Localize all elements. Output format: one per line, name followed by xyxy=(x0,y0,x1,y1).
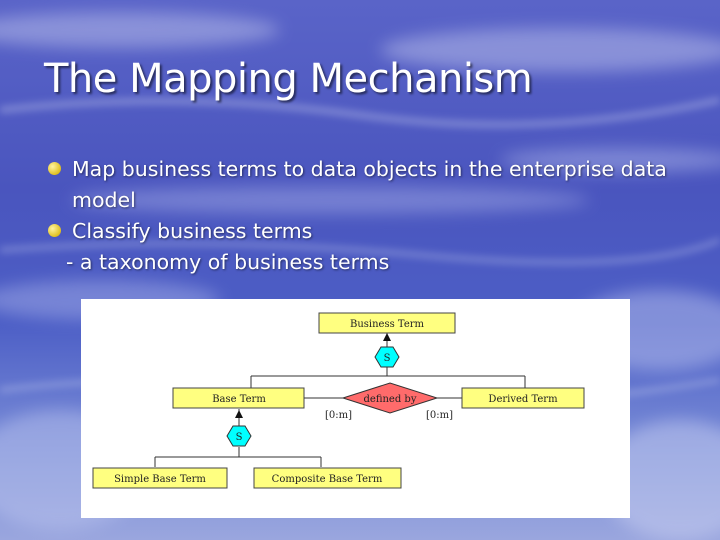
specialization-hexagon-upper: S xyxy=(374,346,400,368)
defined-by-diamond: defined by xyxy=(341,382,439,414)
defined-by-label: defined by xyxy=(364,394,417,405)
arrowhead-icon xyxy=(383,333,391,341)
bullet-text: Classify business terms xyxy=(72,219,313,243)
sub-bullet-text: - a taxonomy of business terms xyxy=(66,250,390,274)
bullet-item: Map business terms to data objects in th… xyxy=(48,154,688,216)
simple-base-term-label: Simple Base Term xyxy=(114,474,206,485)
cardinality-label: [0:m] xyxy=(325,410,352,421)
bullet-dot-icon xyxy=(48,224,61,237)
bullet-list: Map business terms to data objects in th… xyxy=(48,154,688,278)
bullet-item: Classify business terms xyxy=(48,216,688,247)
simple-base-term-node: Simple Base Term xyxy=(92,467,228,489)
taxonomy-diagram: Business Term S Base Term defined by Der… xyxy=(81,299,630,518)
derived-term-node: Derived Term xyxy=(461,387,585,409)
business-term-label: Business Term xyxy=(350,319,425,330)
composite-base-term-label: Composite Base Term xyxy=(272,474,383,485)
slide-title: The Mapping Mechanism xyxy=(44,56,533,102)
composite-base-term-node: Composite Base Term xyxy=(253,467,402,489)
specialization-mark: S xyxy=(236,432,243,443)
bullet-dot-icon xyxy=(48,162,61,175)
base-term-node: Base Term xyxy=(172,387,305,409)
business-term-node: Business Term xyxy=(318,312,456,334)
derived-term-label: Derived Term xyxy=(488,394,558,405)
specialization-hexagon-lower: S xyxy=(226,425,252,447)
specialization-mark: S xyxy=(384,353,391,364)
arrowhead-icon xyxy=(235,410,243,418)
base-term-label: Base Term xyxy=(212,394,266,405)
bullet-text: Map business terms to data objects in th… xyxy=(72,157,667,212)
cardinality-label: [0:m] xyxy=(426,410,453,421)
taxonomy-diagram-svg: Business Term S Base Term defined by Der… xyxy=(92,312,585,489)
